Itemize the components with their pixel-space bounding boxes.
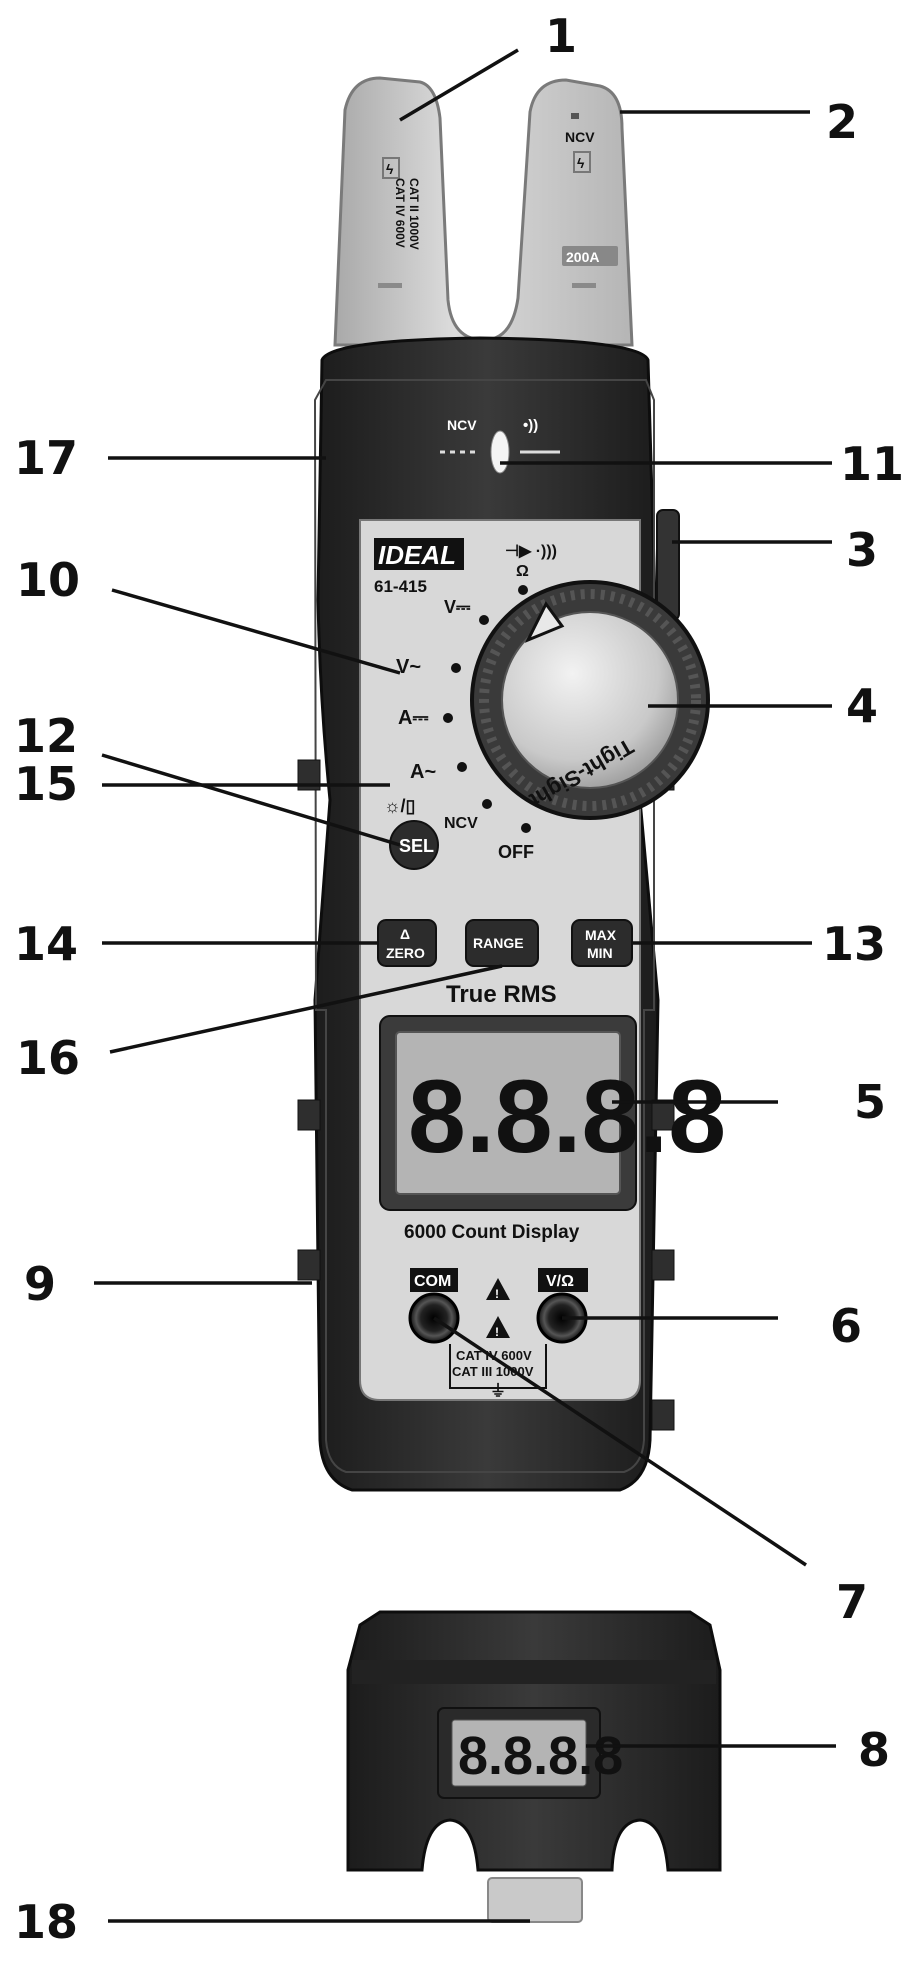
lcd-display [395,1031,621,1195]
callout-14: 14 [14,917,78,971]
rotary-dial[interactable]: Tight-Sight [470,580,710,820]
callout-16: 16 [16,1031,80,1085]
callout-10: 10 [16,553,80,607]
callout-17: 17 [14,431,78,485]
callout-8: 8 [858,1723,890,1777]
callout-5: 5 [854,1075,886,1129]
v-ohm-label: V/Ω [546,1273,574,1290]
callout-6: 6 [830,1299,862,1353]
callout-11: 11 [840,437,904,491]
dial-pos-vac: V~ [396,656,421,678]
faceplate: IDEAL 61-415 ⊣▶ ·))) Ω V⎓ V~ A⎓ A~ NCV O… [359,519,726,1401]
dial-pos-diode-continuity: ⊣▶ ·))) [505,543,557,560]
callout-numbers: 1 2 17 11 3 10 4 12 15 14 13 16 5 9 6 7 … [14,9,904,1949]
dial-pos-ohm: Ω [516,563,529,580]
warning-icon-2 [486,1316,510,1338]
dial-pos-ncv: NCV [444,815,478,832]
callout-9: 9 [24,1257,56,1311]
dial-pointer-icon [524,601,565,643]
dial-pos-aac: A~ [410,761,436,783]
range-button-label: RANGE [473,935,524,951]
dial-pos-off: OFF [498,842,534,862]
callout-15: 15 [14,757,78,811]
dial-pos-adc: A⎓ [398,707,428,729]
brand-logo: IDEAL [378,540,456,570]
jack-cat-rating-line2: CAT III 1000V [452,1364,534,1379]
callout-4: 4 [846,679,878,733]
ground-icon: ⏚ [490,1382,506,1400]
callout-7: 7 [836,1575,868,1629]
svg-text:!: ! [495,1325,499,1339]
true-rms-label: True RMS [446,981,557,1008]
ncv-indicator-label: NCV [447,417,477,433]
sel-button-label: SEL [399,836,434,856]
remote-connector [487,1877,583,1923]
callout-2: 2 [826,95,858,149]
callout-1: 1 [545,9,577,63]
sel-button[interactable] [389,820,439,870]
callout-18: 18 [14,1895,78,1949]
jaw-ncv-label: NCV [565,129,595,145]
svg-text:!: ! [495,1287,499,1301]
callout-3: 3 [846,523,878,577]
model-number: 61-415 [374,577,427,596]
ncv-indicator-area: NCV •)) [440,417,560,474]
callout-12: 12 [14,709,78,763]
com-label: COM [414,1273,451,1290]
lcd-digits: 8.8.8.8 [408,1059,726,1175]
svg-text:ϟ: ϟ [386,161,394,177]
warning-icon [486,1278,510,1300]
count-display-label: 6000 Count Display [404,1222,580,1243]
zero-button-label: ZERO [386,945,425,961]
max-button-label: MAX [585,927,617,943]
jack-cat-rating-line1: CAT IV 600V [456,1348,532,1363]
jaw-current-rating: 200A [566,249,599,265]
remote-display-module: 8.8.8.8 [346,1610,722,1923]
zero-button-delta: Δ [400,926,410,942]
dial-pos-vdc: V⎓ [444,597,471,617]
continuity-indicator-label: •)) [523,417,538,434]
min-button-label: MIN [587,945,613,961]
ncv-led [490,430,510,474]
remote-lcd-digits: 8.8.8.8 [458,1726,623,1786]
backlight-flashlight-icon: ☼/▯ [384,796,415,816]
clamp-jaws: ϟ ϟ NCV CAT II 1000V CAT IV 600V 200A [333,76,634,347]
svg-text:ϟ: ϟ [577,155,585,171]
jaw-cat-rating-line1: CAT II 1000V [407,178,421,250]
callout-13: 13 [822,917,886,971]
leader-lines [94,48,836,1923]
remote-lcd [451,1719,587,1787]
jaw-cat-rating-line2: CAT IV 600V [393,178,407,248]
